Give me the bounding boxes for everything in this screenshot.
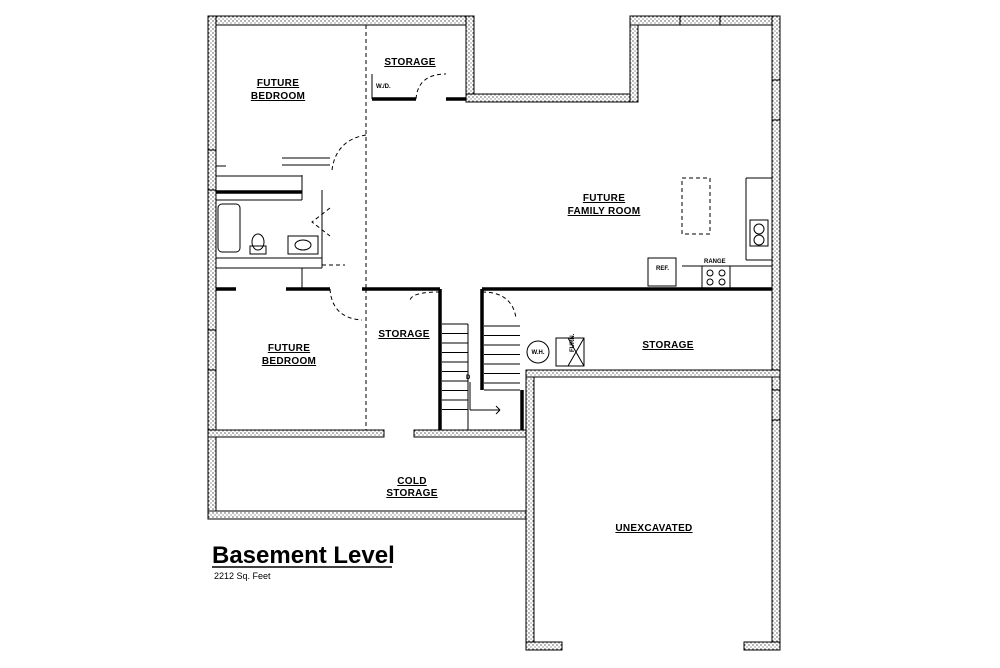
label-cold-2: STORAGE (386, 488, 437, 499)
label-ref: REF. (656, 266, 669, 272)
label-range: RANGE (704, 259, 726, 265)
label-washer-dryer: W./D. (376, 84, 391, 90)
label-bedroom-top-1: FUTURE (257, 78, 299, 89)
door-swings (311, 73, 517, 321)
interior-walls (216, 25, 772, 430)
label-storage-center: STORAGE (378, 329, 429, 340)
label-stair-mark: D (466, 375, 471, 381)
stair-tread (495, 409, 501, 415)
title-block: Basement Level 2212 Sq. Feet (212, 542, 395, 581)
label-unexcavated: UNEXCAVATED (615, 523, 692, 534)
fixtures (217, 177, 772, 367)
label-family-2: FAMILY ROOM (568, 206, 641, 217)
plan-title: Basement Level (212, 542, 395, 569)
room-labels: FUTURE BEDROOM STORAGE FUTURE FAMILY ROO… (251, 57, 726, 534)
label-bedroom-bottom-2: BEDROOM (262, 356, 316, 367)
label-storage-top: STORAGE (384, 57, 435, 68)
stairs (442, 323, 520, 430)
stair-tread (495, 405, 501, 411)
exterior-walls (207, 15, 781, 651)
label-family-1: FUTURE (583, 193, 625, 204)
label-bedroom-top-2: BEDROOM (251, 91, 305, 102)
label-furnace: FURN. (570, 333, 576, 352)
plan-subtitle: 2212 Sq. Feet (214, 571, 271, 581)
label-storage-right: STORAGE (642, 340, 693, 351)
label-water-heater: W.H. (532, 350, 545, 356)
label-bedroom-bottom-1: FUTURE (268, 343, 310, 354)
label-cold-1: COLD (397, 476, 427, 487)
